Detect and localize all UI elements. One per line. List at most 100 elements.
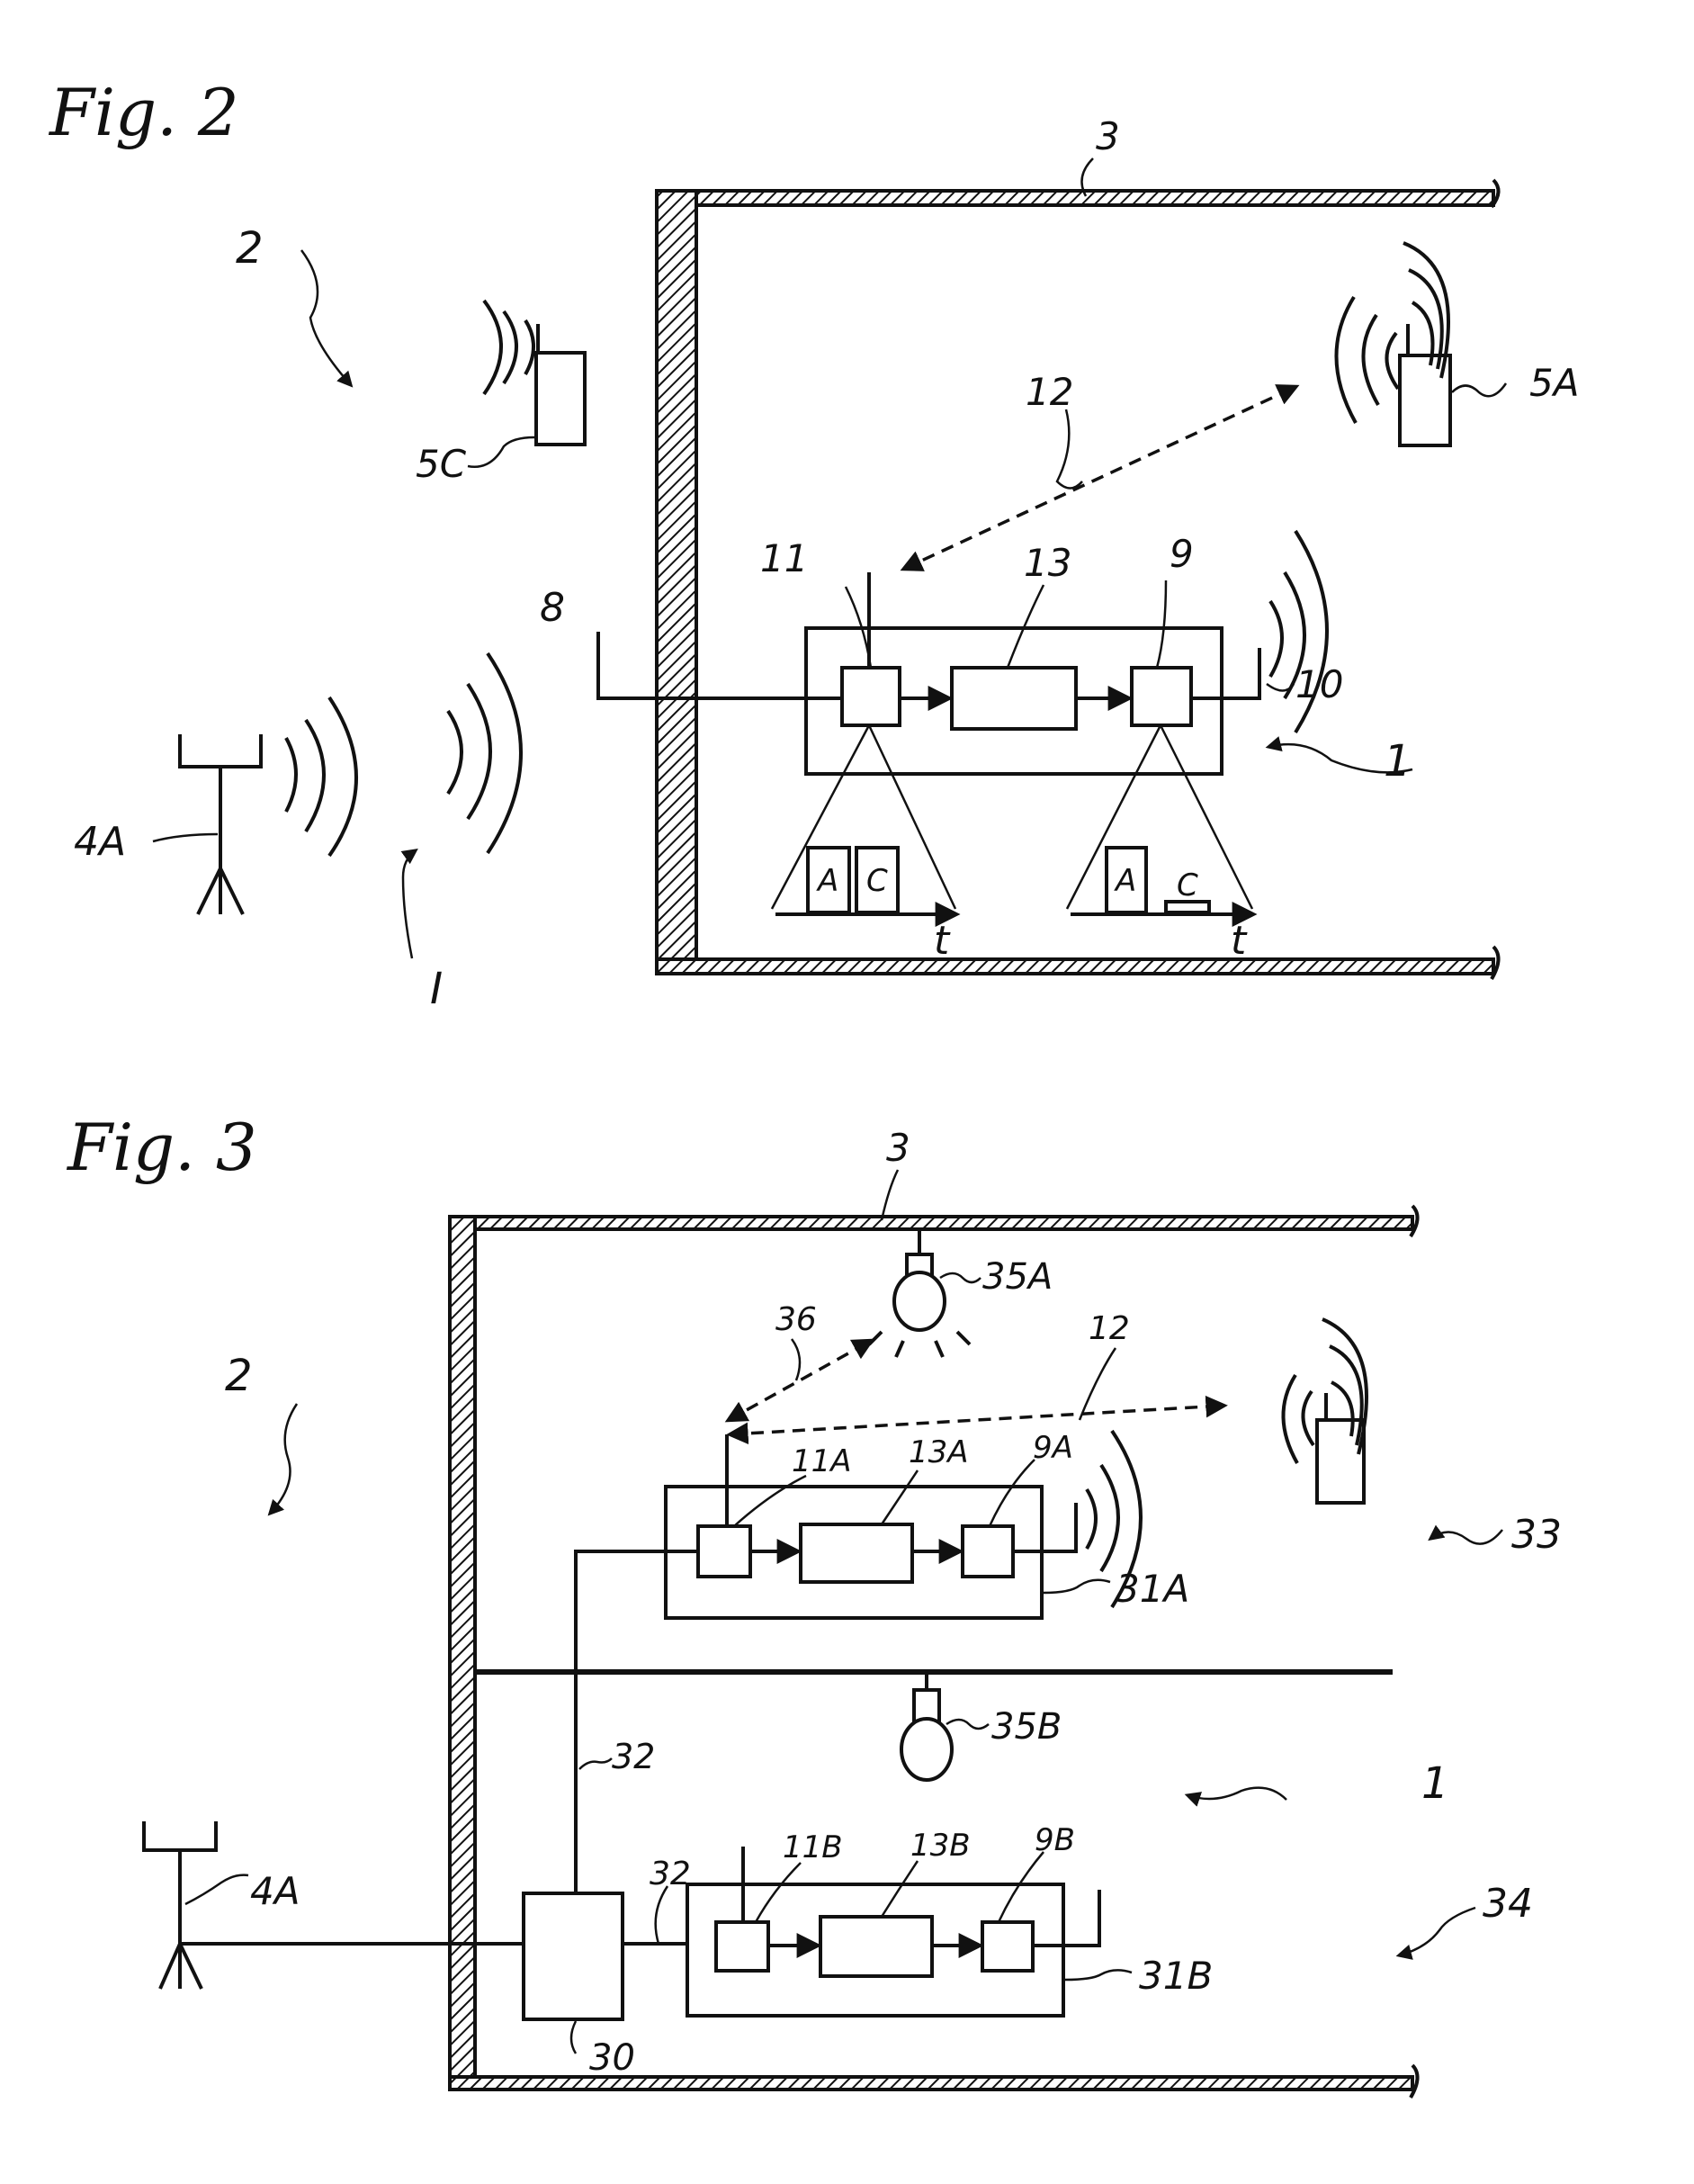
processor-b-label: 13B (910, 1828, 971, 1864)
base-station-leader (152, 832, 219, 843)
receiver-b-block (714, 1920, 770, 1973)
receiver-antenna-feed (596, 632, 842, 700)
slot-c-out: C (1177, 867, 1198, 903)
transmitter-b-label: 9B (1035, 1822, 1075, 1858)
radio-link-label: 12 (1026, 370, 1073, 414)
phone-3 (1281, 1317, 1368, 1505)
incoming-arrow (400, 848, 418, 959)
figure-3-title: Fig. 3 (66, 1110, 257, 1185)
radio-link-3 (726, 1395, 1228, 1445)
transmitter-a-leader (988, 1459, 1035, 1527)
time-axis-out: t (1231, 918, 1248, 964)
base-station-3-leader (184, 1874, 249, 1906)
lamp-link-leader (790, 1338, 802, 1381)
hub-leader (569, 2020, 578, 2054)
receiver-block (840, 666, 901, 727)
base-station-3 (142, 1821, 218, 1990)
base-station-label: 4A (74, 819, 126, 865)
phone-inside (1334, 241, 1452, 447)
floor-upper-label: 33 (1511, 1512, 1562, 1558)
floor-lower-label: 34 (1483, 1881, 1533, 1927)
repeater-3-label: 1 (1421, 1758, 1449, 1809)
base-station (178, 652, 523, 915)
transmitter-leader (1155, 580, 1168, 669)
riser-cable (574, 1550, 698, 1893)
processor-leader (1006, 584, 1045, 669)
repeater-label: 1 (1384, 736, 1412, 786)
transmitter-b-leader (997, 1851, 1044, 1923)
wall-3-leader (880, 1169, 900, 1221)
transmitter-a-label: 9A (1033, 1430, 1073, 1466)
lamp-b-leader (946, 1718, 990, 1730)
transmitter-block (1130, 666, 1193, 727)
unit-a-label: 31A (1116, 1567, 1189, 1611)
tx-antenna-label: 10 (1295, 662, 1343, 706)
figure-2: Fig. 2 3 2 5C (48, 75, 1579, 1014)
cable-b-leader (654, 1885, 669, 1945)
processor-a-label: 13A (909, 1434, 969, 1470)
repeater-3-arrow (1184, 1786, 1287, 1807)
unit-a-leader (1043, 1578, 1111, 1595)
wall-leader (1080, 157, 1094, 197)
cable-label: 32 (612, 1737, 655, 1776)
radio-link (900, 384, 1300, 571)
tx-antenna-leader (1266, 682, 1295, 692)
processor-a-block (799, 1523, 914, 1584)
unit-b-leader (1064, 1969, 1133, 1982)
phone-inside-leader (1451, 382, 1508, 398)
output-slots: A C t (1065, 724, 1258, 964)
phone-outside (482, 299, 587, 446)
radio-link-3-label: 12 (1089, 1310, 1130, 1347)
lamp-link (724, 1338, 875, 1423)
system-3-arrow (267, 1403, 299, 1516)
input-slots: A C t (770, 724, 961, 964)
receiver-b-leader (754, 1862, 802, 1923)
processor-a-leader (880, 1469, 919, 1525)
figure-2-title: Fig. 2 (48, 75, 239, 150)
figure-3: Fig. 3 3 2 35A 36 12 (66, 1110, 1562, 2099)
building-wall (655, 178, 1501, 981)
receiver-a-leader (733, 1474, 807, 1527)
processor-b-leader (880, 1860, 919, 1918)
receiver-a-label: 11A (792, 1443, 852, 1479)
lamp-link-label: 36 (775, 1301, 817, 1338)
floor-upper-arrow (1428, 1524, 1503, 1545)
slot-a-in: A (816, 863, 838, 899)
transmitter-a-block (961, 1524, 1015, 1578)
repeater-arrow (1265, 736, 1413, 774)
system-label: 2 (236, 223, 264, 274)
unit-b-tx-feed (1033, 1890, 1101, 1947)
receiver-leader (844, 586, 873, 669)
processor-block (950, 666, 1078, 731)
hub-block (522, 1892, 624, 2021)
radio-link-3-leader (1078, 1347, 1117, 1421)
system-3-label: 2 (225, 1351, 253, 1401)
receiver-label: 11 (760, 536, 808, 580)
phone-outside-label: 5C (416, 442, 467, 486)
base-station-3-label: 4A (250, 1869, 300, 1913)
transmitter-label: 9 (1170, 532, 1194, 576)
cable-b-label: 32 (650, 1856, 691, 1892)
phone-inside-label: 5A (1529, 361, 1579, 405)
receiver-b-label: 11B (783, 1829, 843, 1865)
lamp-b (900, 1672, 954, 1782)
wall-3-label: 3 (886, 1126, 910, 1170)
hub-label: 30 (589, 2037, 635, 2079)
lamp-a (867, 1229, 972, 1358)
transmitter-antenna-feed (1191, 648, 1261, 700)
slot-a-out: A (1114, 863, 1136, 899)
wall-label: 3 (1096, 114, 1120, 158)
riser-cable-leader (578, 1757, 613, 1770)
unit-b-label: 31B (1139, 1954, 1213, 1998)
incoming-label: I (430, 964, 443, 1014)
radio-link-leader (1055, 409, 1083, 490)
transmitter-b-block (981, 1920, 1035, 1973)
slot-c-in: C (866, 863, 888, 899)
lamp-b-label: 35B (991, 1706, 1062, 1748)
time-axis-in: t (934, 918, 951, 964)
lamp-a-leader (939, 1272, 981, 1284)
unit-a-tx-feed (1013, 1503, 1078, 1553)
system-arrow (300, 249, 354, 388)
floor-lower-arrow (1395, 1906, 1476, 1960)
